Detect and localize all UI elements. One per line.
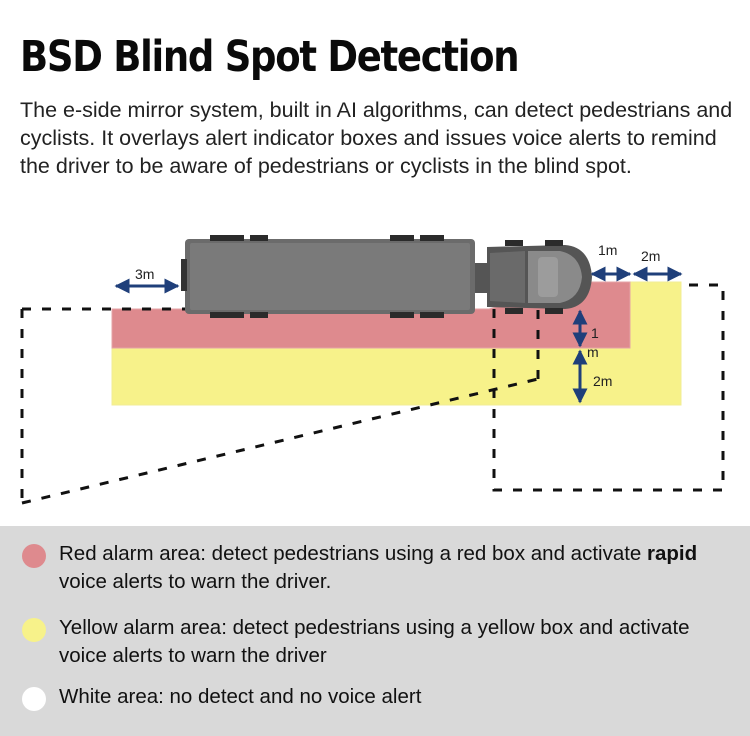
white-dot-icon <box>22 687 46 711</box>
legend-red-text: Red alarm area: detect pedestrians using… <box>59 542 698 593</box>
front-yellow-distance-label: 2m <box>641 248 660 264</box>
legend-item-red: Red alarm area: detect pedestrians using… <box>22 540 719 596</box>
page-title: BSD Blind Spot Detection <box>20 32 520 82</box>
truck <box>181 235 592 318</box>
description: The e-side mirror system, built in AI al… <box>20 98 733 178</box>
legend-yellow-text: Yellow alarm area: detect pedestrians us… <box>59 616 690 667</box>
front-camera-view-area <box>492 283 725 492</box>
yellow-dot-icon <box>22 618 46 642</box>
side-yellow-distance-label: 2m <box>593 373 612 389</box>
side-red-distance-label: 1 <box>591 325 599 341</box>
rear-distance-label: 3m <box>135 266 154 282</box>
legend: Red alarm area: detect pedestrians using… <box>0 526 750 736</box>
legend-white-text: White area: no detect and no voice alert <box>59 685 422 708</box>
side-red-distance-unit: m <box>587 344 599 360</box>
front-red-distance-label: 1m <box>598 242 617 258</box>
red-alarm-zone <box>111 281 631 349</box>
red-dot-icon <box>22 544 46 568</box>
legend-red-emphasis: rapid <box>647 542 698 565</box>
blind-spot-diagram: 3m 1m 2m 1 m 2m <box>20 235 725 505</box>
legend-item-white: White area: no detect and no voice alert <box>22 683 719 711</box>
legend-item-yellow: Yellow alarm area: detect pedestrians us… <box>22 614 719 670</box>
